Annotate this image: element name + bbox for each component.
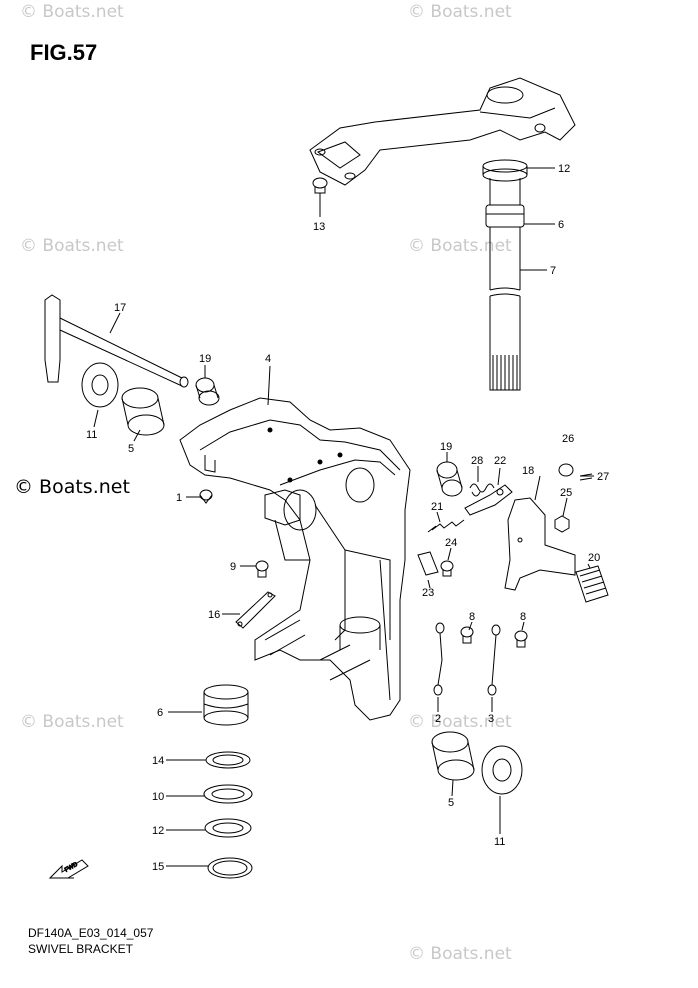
washer-11-left [81, 362, 119, 408]
pad-20 [575, 565, 609, 603]
callout-11-right: 11 [494, 836, 505, 848]
callout-13: 13 [313, 221, 325, 233]
lever-16 [235, 591, 276, 629]
callout-7: 7 [550, 265, 556, 277]
lead-wire-3 [487, 624, 501, 696]
leader-lines [93, 167, 594, 867]
bolt-1 [199, 489, 213, 504]
callout-20: 20 [588, 552, 600, 564]
tilt-shaft [44, 294, 189, 388]
bolt-8-right [514, 630, 528, 648]
bracket-18 [504, 497, 576, 591]
callout-23: 23 [422, 587, 434, 599]
washer-26 [558, 463, 574, 477]
figure-name: SWIVEL BRACKET [28, 942, 133, 956]
callout-22: 22 [494, 455, 506, 467]
nut-25 [554, 515, 570, 533]
figure-title: FIG.57 [30, 40, 98, 65]
washer-11-right [481, 745, 523, 795]
callout-8-left: 8 [469, 611, 475, 623]
callout-19-upper: 19 [199, 353, 211, 365]
callout-24: 24 [445, 537, 457, 549]
callout-28: 28 [471, 455, 483, 467]
washer-12 [204, 818, 252, 838]
callout-3: 3 [488, 713, 494, 725]
callout-5-left: 5 [128, 443, 134, 455]
callout-14: 14 [152, 755, 164, 767]
callout-6-lower: 6 [157, 707, 163, 719]
washer-10 [203, 784, 253, 804]
watermark-bottom-right: © Boats.net [408, 944, 512, 964]
callout-1: 1 [176, 492, 182, 504]
callout-9: 9 [230, 561, 236, 573]
callout-11-left: 11 [86, 429, 97, 441]
fwd-arrow-icon [48, 859, 89, 879]
callout-19-right: 19 [440, 441, 452, 453]
callout-5-right: 5 [448, 797, 454, 809]
callout-4: 4 [265, 353, 271, 365]
callout-16: 16 [208, 609, 220, 621]
spring-28 [469, 483, 495, 497]
plate-23 [417, 551, 439, 576]
callout-8-right: 8 [520, 611, 526, 623]
bolt-24 [440, 560, 454, 577]
bush-5-left [121, 387, 165, 436]
callout-15: 15 [152, 861, 164, 873]
bolt-8-left [460, 626, 474, 644]
bolt-9 [255, 560, 269, 578]
steering-shaft [482, 159, 528, 391]
washer-14 [205, 751, 251, 769]
swivel-bracket-body [179, 397, 411, 721]
bush-6-lower [203, 684, 249, 726]
circlip-15 [207, 857, 253, 879]
watermark-mid-left: © Boats.net [20, 236, 124, 256]
callout-12-top: 12 [558, 163, 570, 175]
bush-19-right [436, 461, 463, 497]
bush-19-upper [195, 377, 220, 406]
figure-code: DF140A_E03_014_057 [28, 926, 154, 940]
callout-12-lower: 12 [152, 825, 164, 837]
watermark-top-right: © Boats.net [408, 2, 512, 22]
callout-21: 21 [431, 501, 443, 513]
pin-27 [579, 473, 593, 481]
watermark-center-left: © Boats.net [14, 476, 130, 498]
lead-wire-2 [433, 622, 445, 696]
watermark-top-left: © Boats.net [20, 2, 124, 22]
callout-17: 17 [114, 302, 126, 314]
callout-2: 2 [435, 713, 441, 725]
callout-numbers: 12 13 6 7 17 19 4 11 5 19 28 22 26 18 27… [86, 163, 609, 873]
steering-arm [309, 77, 576, 186]
spring-21 [427, 519, 465, 533]
bush-5-right [431, 731, 475, 781]
callout-25: 25 [560, 487, 572, 499]
callout-10: 10 [152, 791, 164, 803]
bolt-13 [312, 177, 328, 194]
watermark-lower-right: © Boats.net [408, 712, 512, 732]
watermark-mid-right: © Boats.net [408, 236, 512, 256]
callout-26: 26 [562, 433, 574, 445]
lever-22 [464, 484, 513, 516]
callout-6-top: 6 [558, 219, 564, 231]
callout-27: 27 [597, 471, 609, 483]
callout-18: 18 [522, 465, 534, 477]
watermark-lower-left: © Boats.net [20, 712, 124, 732]
